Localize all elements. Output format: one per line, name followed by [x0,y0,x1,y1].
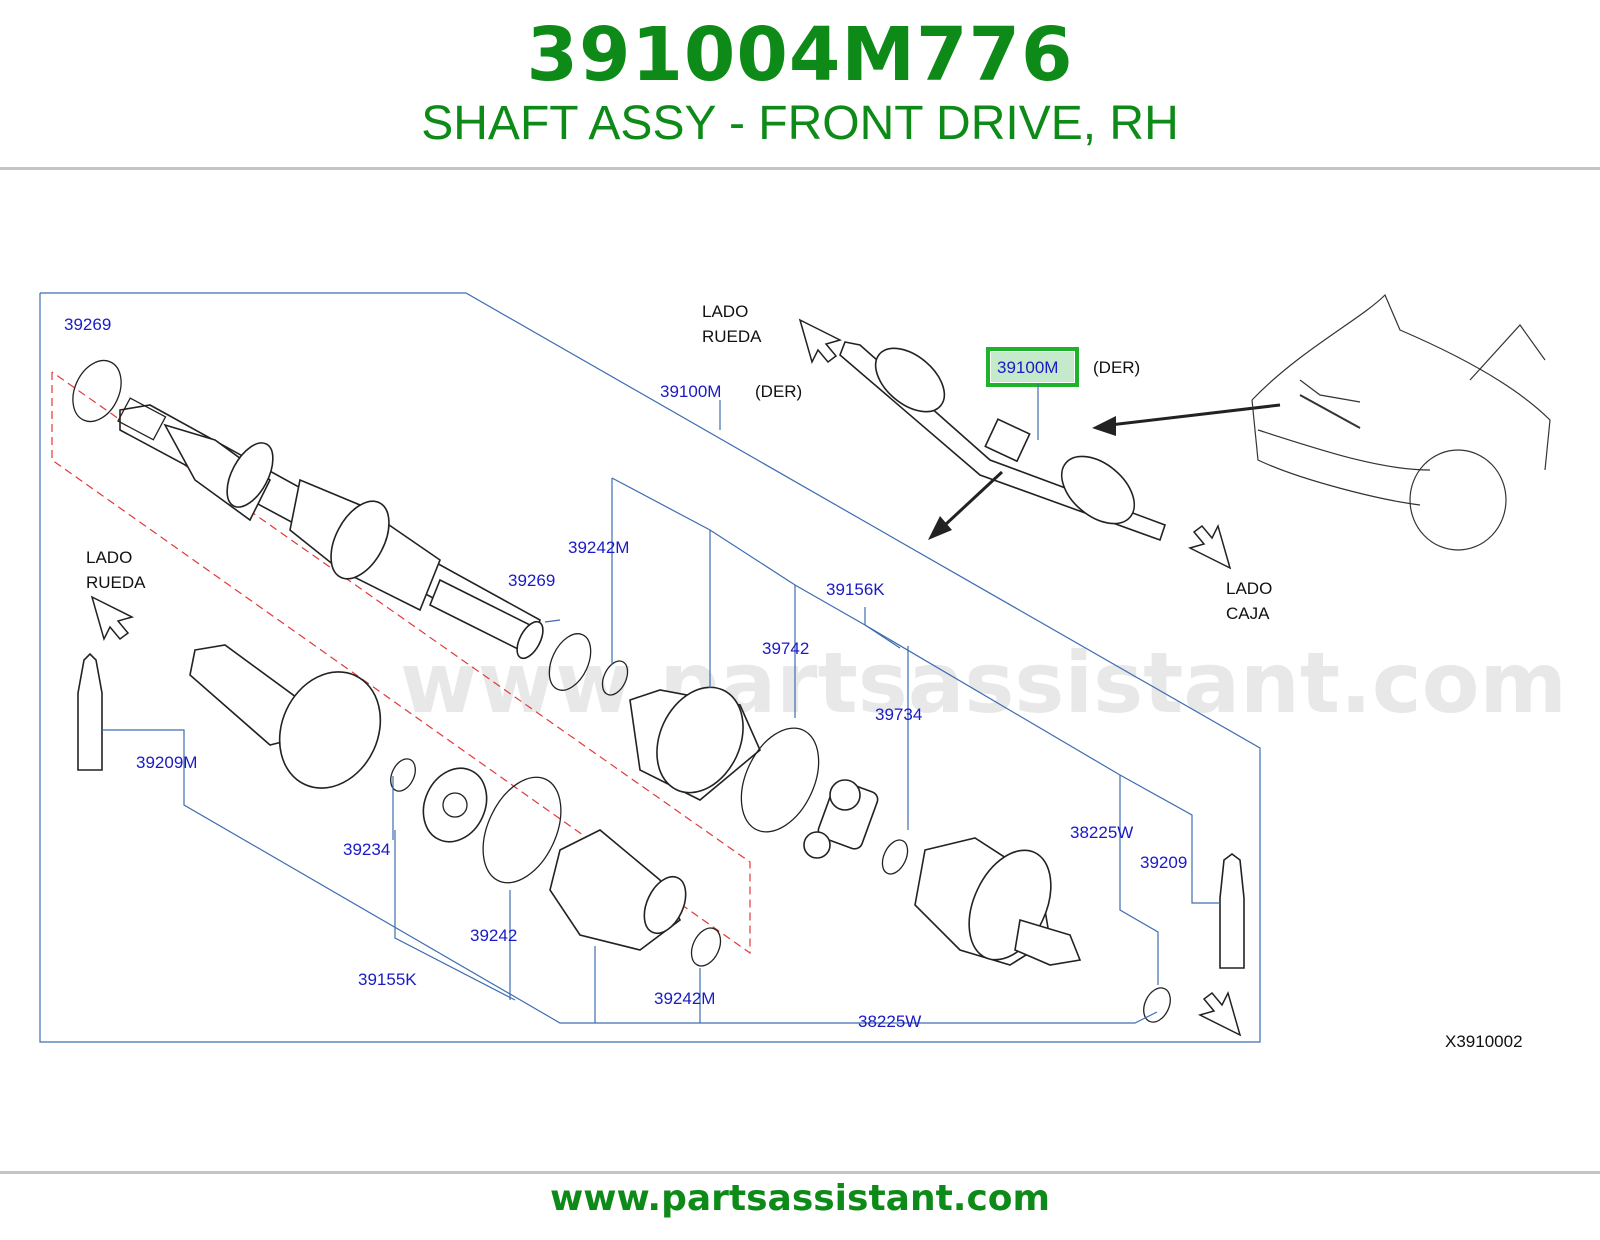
grease-tube-39209-drawing [1219,853,1245,969]
inset-shaft-drawing [839,341,1167,542]
callout-39209m: 39209M [136,753,197,772]
lado-rueda-top-line2: RUEDA [702,327,762,346]
ring-39242m-bottom [690,927,722,967]
inset-callout-highlight [986,347,1079,387]
tripod-joint-drawing [803,779,909,875]
footer-website: www.partsassistant.com [549,1178,1051,1219]
footer-divider [0,1171,1600,1174]
callout-39100m-main: 39100M [660,382,721,401]
lado-rueda-left-line1: LADO [86,548,132,567]
callout-39734: 39734 [875,705,922,724]
callout-39234: 39234 [343,840,390,859]
direction-arrows [90,318,1281,1037]
callout-38225w-right: 38225W [1070,823,1133,842]
figure-code: X3910002 [1445,1032,1523,1051]
page-subtitle: SHAFT ASSY - FRONT DRIVE, RH [421,97,1179,150]
callout-der-main: (DER) [755,382,802,401]
band-39242 [482,776,562,884]
housing-38225w-drawing [914,837,1171,1023]
boot-39242-drawing [549,829,687,951]
ring-39242m-top [601,660,629,696]
callout-39269-mid: 39269 [508,571,555,590]
lado-rueda-left-line2: RUEDA [86,573,146,592]
drive-shaft-drawing [117,397,544,660]
lado-caja-line1: LADO [1226,579,1272,598]
clamp-39269-mid [548,633,592,691]
callout-38225w-bottom: 38225W [858,1012,921,1031]
grease-tube-39209m-drawing [77,652,103,771]
lado-caja-line2: CAJA [1226,604,1270,623]
watermark-text: www.partsassistant.com [400,634,1567,732]
clamp-39269-top [72,359,122,423]
page-title: 391004M776 [526,12,1074,98]
boot-39742-drawing [629,686,820,833]
lado-rueda-top-line1: LADO [702,302,748,321]
callout-39156k: 39156K [826,580,885,599]
inset-callout-fill [991,352,1074,382]
callout-39242: 39242 [470,926,517,945]
assembly-outline [39,292,1261,1043]
header-divider [0,167,1600,170]
callout-39209: 39209 [1140,853,1187,872]
callout-der-inset: (DER) [1093,358,1140,377]
kit-dashed-outline [51,371,751,955]
callout-39242m-bottom: 39242M [654,989,715,1008]
callout-39100m-inset: 39100M [997,358,1058,377]
vehicle-sketch [1251,293,1551,551]
leader-lines [102,400,1220,1024]
callout-39242m-top: 39242M [568,538,629,557]
callout-39269-top: 39269 [64,315,111,334]
callout-39742: 39742 [762,639,809,658]
callout-39155k: 39155K [358,970,417,989]
outer-joint-drawing [189,644,488,843]
